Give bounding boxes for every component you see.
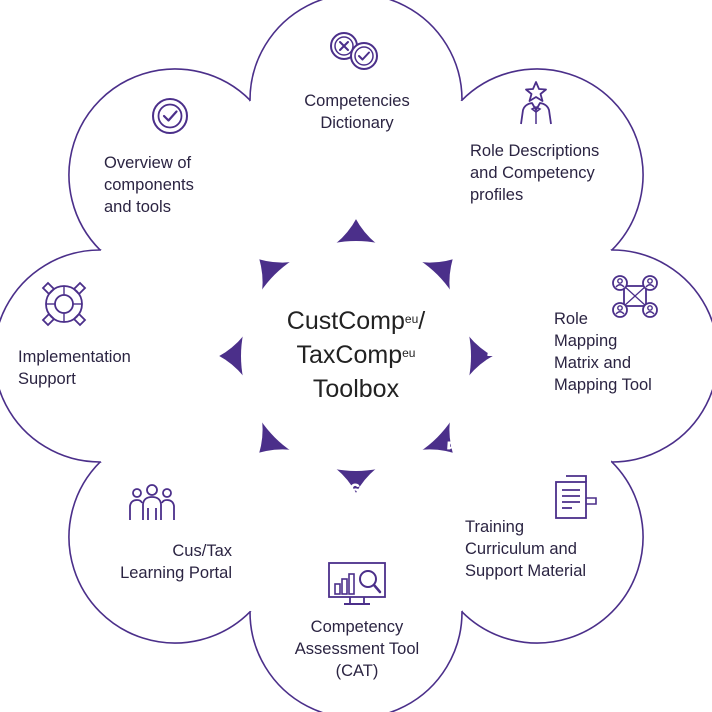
center-line2: TaxComp	[296, 341, 403, 369]
component-2-label: Competencies Dictionary	[304, 92, 410, 132]
group-people-icon	[129, 484, 175, 520]
component-6-label: Competency Assessment Tool (CAT)	[294, 618, 420, 680]
hub-notch-5	[449, 345, 618, 514]
network-people-icon	[612, 275, 658, 318]
center-line1-tail: /	[418, 307, 426, 335]
check-circle-icon	[152, 98, 188, 134]
lifebuoy-icon	[41, 281, 87, 327]
component-4-number: 4	[487, 341, 499, 364]
center-line1: CustComp	[286, 307, 405, 335]
component-8-label: Implementation Support	[18, 348, 131, 388]
component-2-number: 2	[348, 200, 360, 223]
component-1-label: Overview of components and tools	[104, 154, 194, 216]
hub-notch-4	[449, 198, 618, 367]
component-1-number: 1	[246, 240, 258, 263]
chart-magnifier-icon	[328, 562, 386, 605]
component-3-label: Role Descriptions and Competency profile…	[470, 142, 600, 204]
center-circle	[241, 241, 471, 471]
component-7-number: 7	[248, 442, 260, 465]
center-line1-sup: eu	[404, 312, 419, 326]
component-8-number: 8	[206, 340, 218, 363]
component-5-label: Training Curriculum and Support Material	[465, 518, 587, 580]
checklist-circles-icon	[330, 32, 378, 70]
component-7-label: Cus/Tax Learning Portal	[120, 542, 232, 582]
component-5-number: 5	[446, 438, 458, 461]
center-title: CustCompeu/ TaxCompeu Toolbox	[246, 304, 466, 406]
hub-notch-1	[94, 198, 263, 367]
star-person-icon	[520, 81, 552, 125]
hub-notch-6	[345, 449, 514, 618]
component-4-label: Role Mapping Matrix and Mapping Tool	[554, 310, 652, 394]
component-6-number: 6	[349, 480, 361, 503]
hub-notch-2	[198, 94, 367, 263]
component-3-number: 3	[444, 240, 456, 263]
center-line2-sup: eu	[402, 346, 416, 360]
hub-notch-7	[198, 449, 367, 618]
center-line3: Toolbox	[312, 375, 400, 403]
hub-notch-3	[345, 94, 514, 263]
hub-notch-8	[94, 345, 263, 514]
documents-icon	[555, 475, 597, 519]
